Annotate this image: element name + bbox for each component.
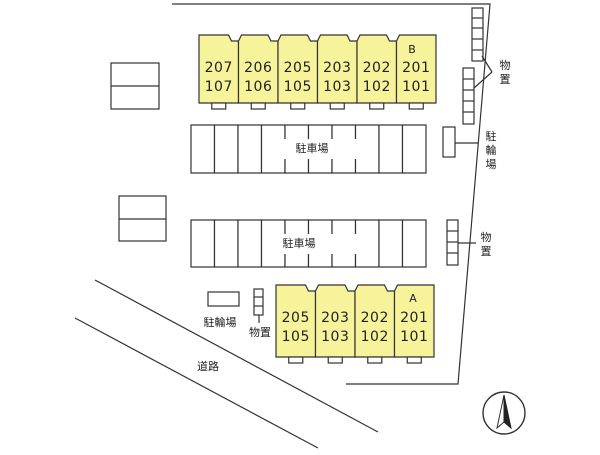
parking-stall <box>378 219 404 268</box>
porch-step <box>408 102 424 110</box>
bicycle-shed-left <box>207 291 240 307</box>
road-edge-north <box>94 279 379 433</box>
unit-number-upper: 202 <box>363 60 391 76</box>
parking-label-upper: 駐車場 <box>296 141 329 155</box>
porch-step <box>290 102 306 110</box>
storage-label-top-2: 置 <box>500 73 511 86</box>
unit-number-upper: 205 <box>284 60 312 76</box>
unit-number-lower: 106 <box>244 79 272 95</box>
unit-number-lower: 101 <box>402 79 430 95</box>
parking-label-lower: 駐車場 <box>283 236 316 250</box>
unit-number-upper: 203 <box>321 310 349 326</box>
neighbor-building-lower <box>118 195 167 242</box>
porch-step <box>288 356 304 364</box>
unit-number-lower: 102 <box>361 329 389 345</box>
storage-shed-top <box>471 7 484 62</box>
storage-shed-mid <box>462 67 475 125</box>
bicycle-label-right-3: 場 <box>486 158 497 171</box>
leader-line <box>473 71 493 89</box>
porch-step <box>329 102 345 110</box>
storage-label-lower: 物置 <box>249 325 271 339</box>
parking-stall <box>378 124 404 174</box>
parking-stall <box>237 124 263 174</box>
bicycle-label-left: 駐輪場 <box>204 315 237 329</box>
storage-label-right-2: 置 <box>481 245 492 258</box>
unit-number-upper: 205 <box>282 310 310 326</box>
unit-number-lower: 103 <box>323 79 351 95</box>
porch-step <box>250 102 266 110</box>
porch-step <box>367 356 383 364</box>
road-label: 道路 <box>197 359 219 373</box>
parking-stall <box>401 124 427 174</box>
bicycle-label-right-2: 輪 <box>486 143 497 157</box>
unit-number-lower: 101 <box>400 329 428 345</box>
unit-number-lower: 105 <box>284 79 312 95</box>
unit-number-upper: 202 <box>361 310 389 326</box>
porch-step <box>327 356 343 364</box>
parking-stall <box>213 124 239 174</box>
unit-number-lower: 102 <box>363 79 391 95</box>
parking-stall <box>401 219 427 268</box>
bicycle-label-right-1: 駐 <box>486 129 497 143</box>
unit-number-lower: 103 <box>321 329 349 345</box>
parking-stall <box>190 124 216 174</box>
unit-number-upper: 201 <box>402 60 430 76</box>
porch-step <box>369 102 385 110</box>
unit-number-upper: 206 <box>244 60 272 76</box>
unit-number-upper: 207 <box>205 60 233 76</box>
unit-number-upper: 203 <box>323 60 351 76</box>
storage-label-top-1: 物 <box>500 58 511 72</box>
storage-shed-lower <box>253 288 264 316</box>
unit-number-lower: 107 <box>205 79 233 95</box>
road-edge-south <box>74 317 319 449</box>
unit-number-upper: 201 <box>400 310 428 326</box>
porch-step <box>211 102 227 110</box>
building-a-mark: A <box>409 292 417 305</box>
bicycle-shed-right <box>442 126 456 158</box>
parking-stall <box>213 219 239 268</box>
unit-number-lower: 105 <box>282 329 310 345</box>
neighbor-building-upper <box>110 62 160 110</box>
parking-stall <box>237 219 263 268</box>
storage-shed-right <box>446 219 459 266</box>
property-boundary <box>172 3 491 385</box>
building-b-mark: B <box>408 43 416 56</box>
porch-step <box>406 356 422 364</box>
north-arrow-icon <box>482 391 526 435</box>
leader-line <box>481 55 493 73</box>
storage-label-right-1: 物 <box>481 230 492 244</box>
parking-stall <box>190 219 216 268</box>
